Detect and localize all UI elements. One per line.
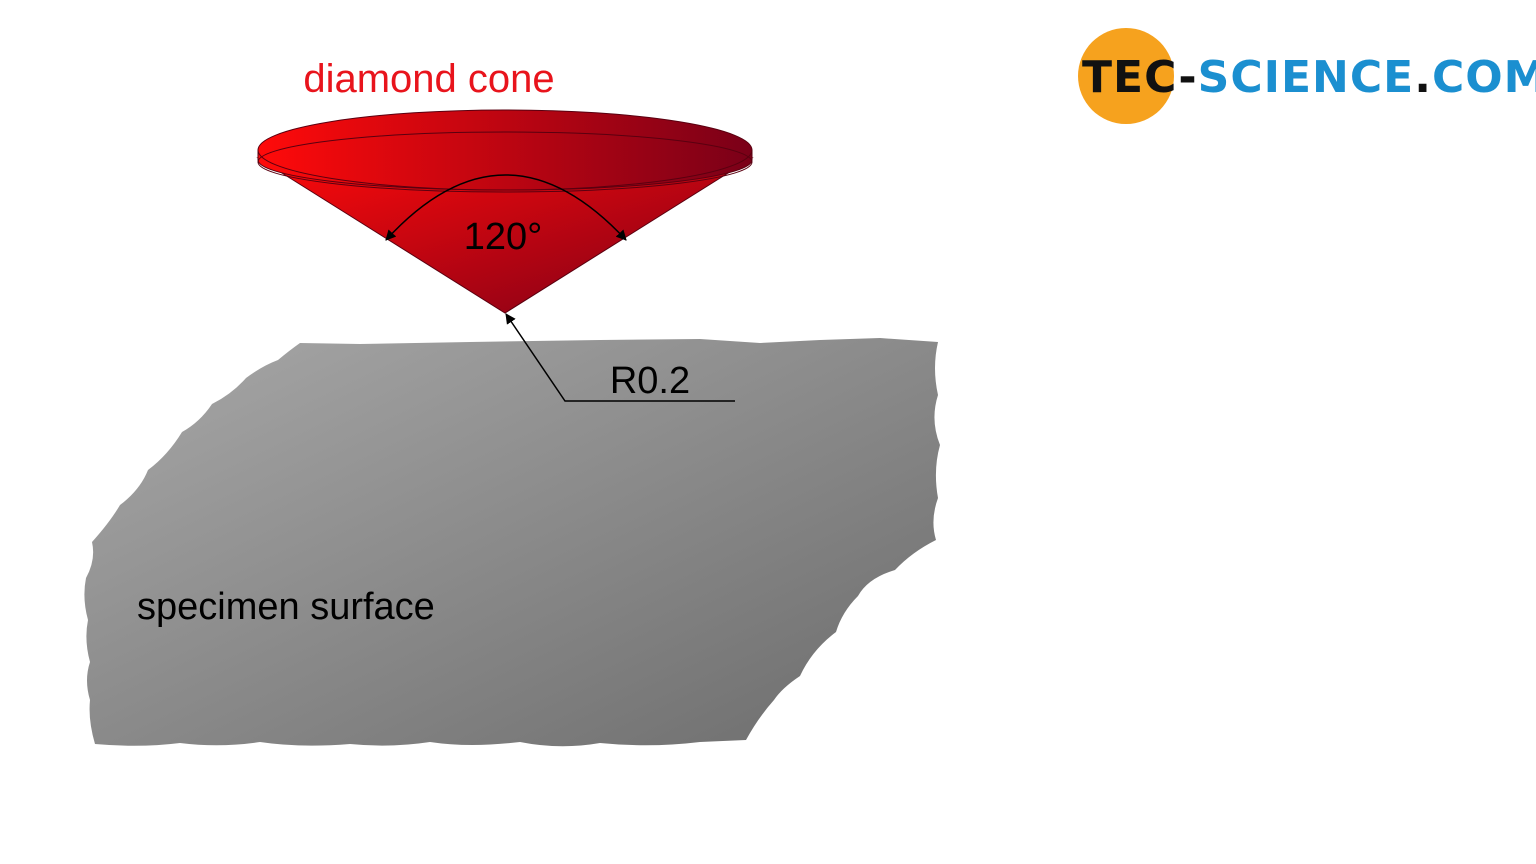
logo-text-dash: - (1178, 52, 1197, 103)
radius-leader-line (505, 313, 735, 402)
tec-science-logo: TEC-SCIENCE.COM (1078, 28, 1536, 124)
cone-label: diamond cone (303, 57, 554, 101)
angle-arc (385, 174, 627, 241)
logo-text-tec: TEC (1082, 52, 1178, 103)
cone-top-edge (257, 131, 753, 193)
svg-text:TEC-SCIENCE.COM: TEC-SCIENCE.COM (1082, 52, 1536, 103)
surface-label: specimen surface (137, 586, 435, 628)
cone-top-face (257, 109, 753, 191)
logo-text-com: COM (1432, 52, 1536, 103)
specimen-surface-shape (84, 338, 940, 747)
angle-label: 120° (464, 216, 543, 258)
radius-label: R0.2 (610, 360, 690, 402)
logo-text-science: SCIENCE (1198, 52, 1415, 103)
logo-circle (1078, 28, 1174, 124)
logo-text-dot: . (1414, 52, 1432, 103)
